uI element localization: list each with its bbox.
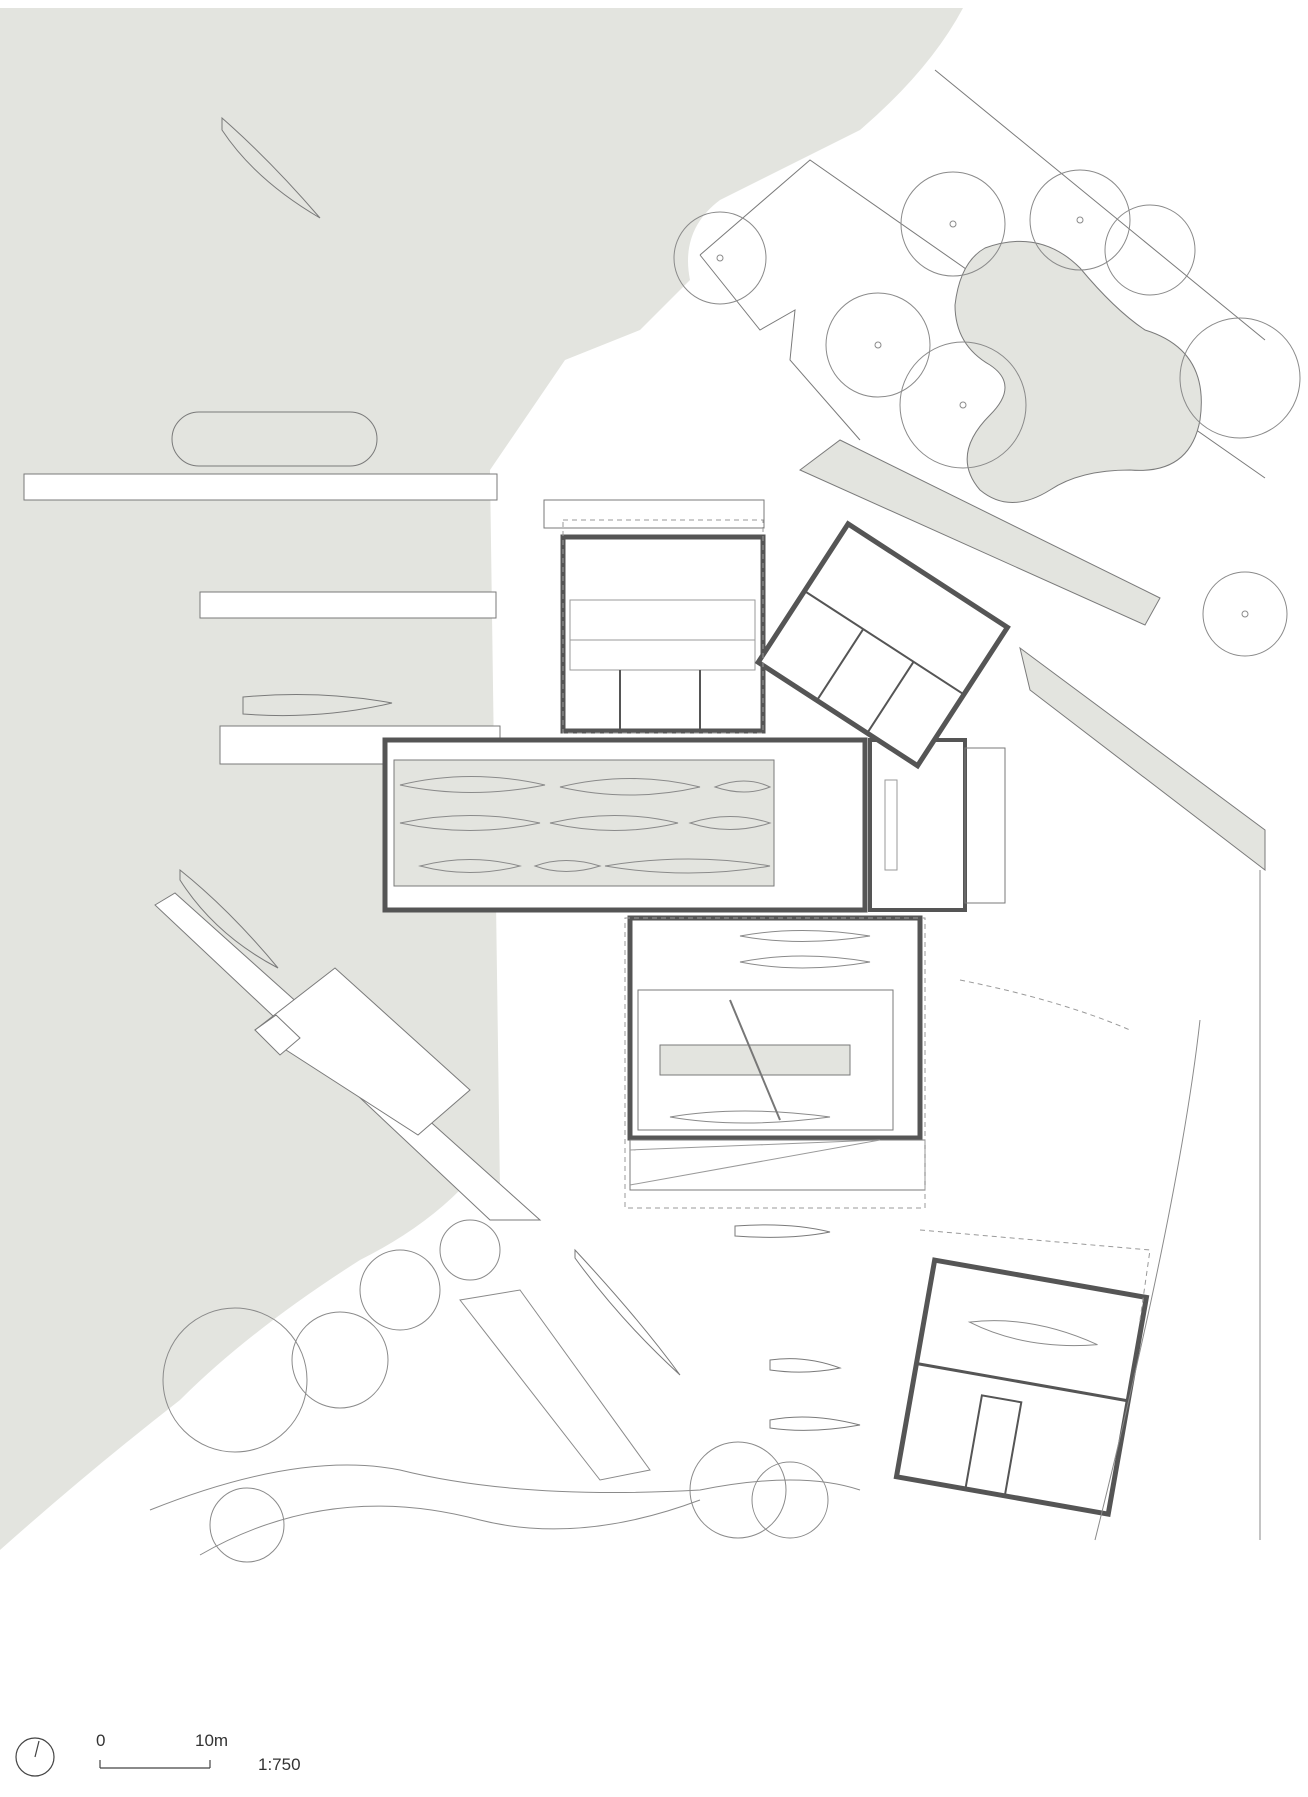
- building-entrance: [543, 499, 766, 734]
- scale-bar-end-label: 10m: [195, 1731, 229, 1750]
- building-office: [754, 520, 1011, 770]
- north-arrow-icon: [15, 1737, 55, 1777]
- slipway-ramp: [154, 892, 542, 1221]
- building-workshop: [627, 915, 926, 1191]
- building-boat-hall: [382, 737, 1006, 913]
- main-jetty: [23, 473, 501, 765]
- garden-trees: [673, 169, 1301, 657]
- boat-in-water: [221, 116, 321, 219]
- pontoon: [171, 411, 378, 467]
- south-trees: [162, 1219, 829, 1563]
- building-boathouse: [893, 1257, 1150, 1517]
- land-boats: [574, 1224, 861, 1431]
- garden-tree-trunks: [716, 216, 1249, 618]
- scale-bar-start-label: 0: [96, 1731, 106, 1750]
- coast-line: [1094, 870, 1261, 1541]
- south-paths: [149, 1289, 861, 1556]
- embankment: [799, 439, 1266, 872]
- west-boats: [179, 694, 393, 969]
- scale-ratio-label: 1:750: [258, 1755, 301, 1774]
- garden-pond: [954, 240, 1202, 503]
- dashed-outlines: [562, 519, 1151, 1321]
- scale-bar: [99, 1760, 211, 1769]
